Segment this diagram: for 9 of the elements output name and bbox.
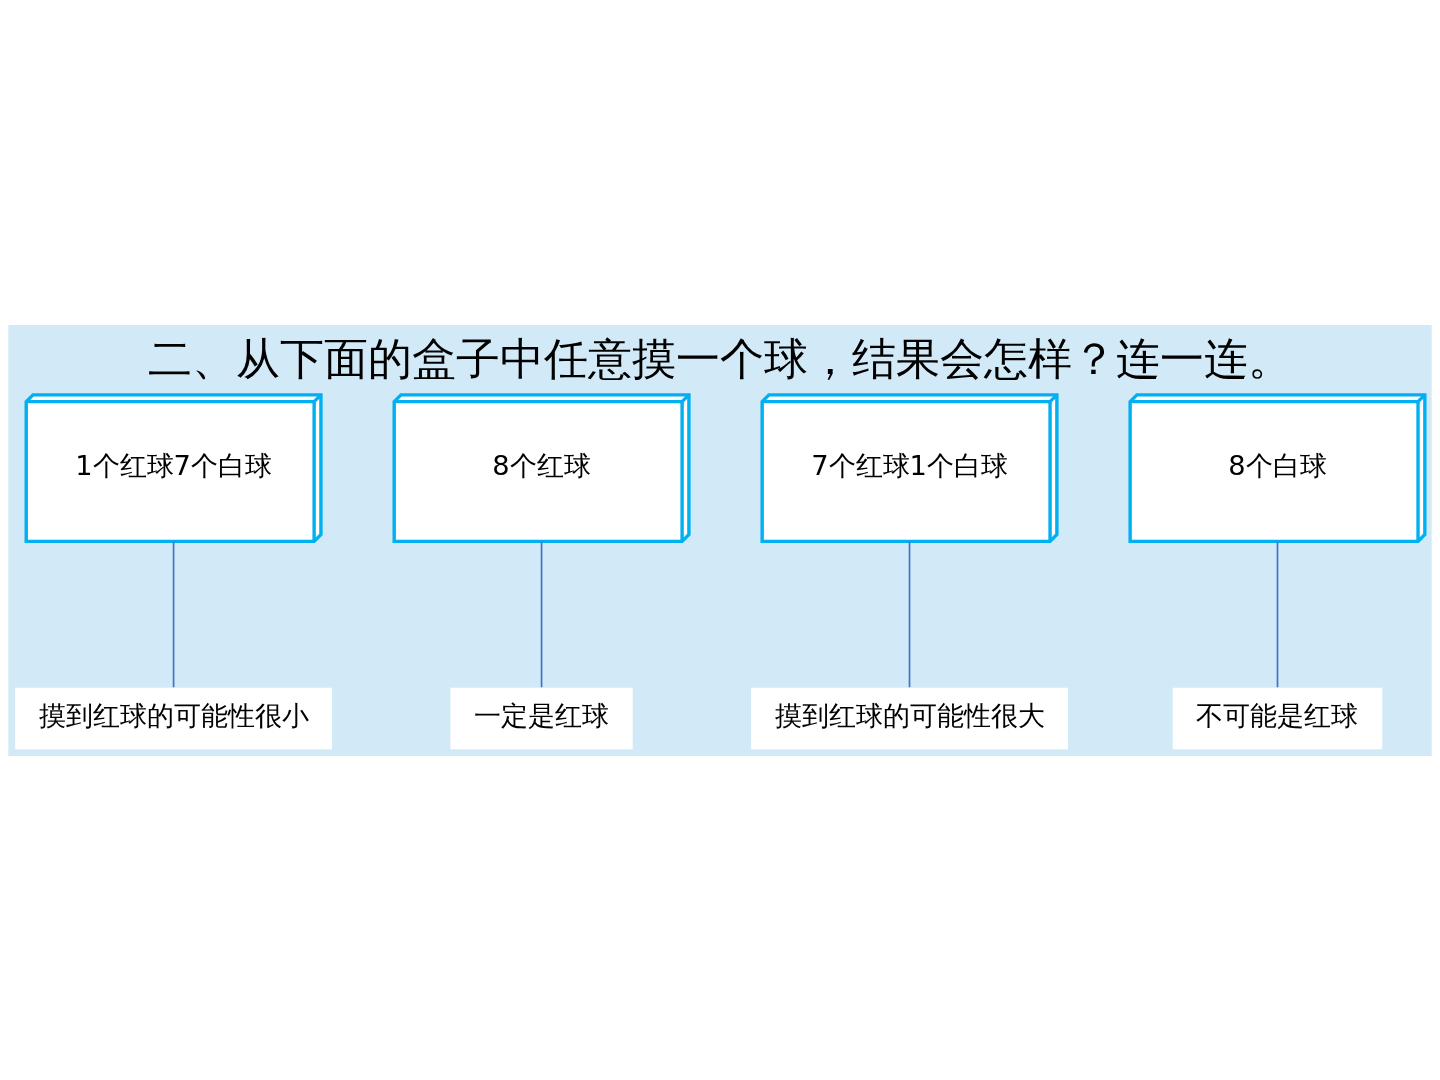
- node-box: 摸到红球的可能性很大: [751, 687, 1068, 749]
- diagram-title: 二、从下面的盒子中任意摸一个球，结果会怎样？连一连。: [148, 332, 1292, 384]
- node-box: 摸到红球的可能性很小: [15, 687, 332, 749]
- connector: [172, 540, 175, 688]
- node-box: 不可能是红球: [1172, 687, 1383, 749]
- connector: [908, 540, 911, 688]
- node-box: 一定是红球: [450, 687, 633, 749]
- connector: [1276, 540, 1279, 688]
- connector: [540, 540, 543, 688]
